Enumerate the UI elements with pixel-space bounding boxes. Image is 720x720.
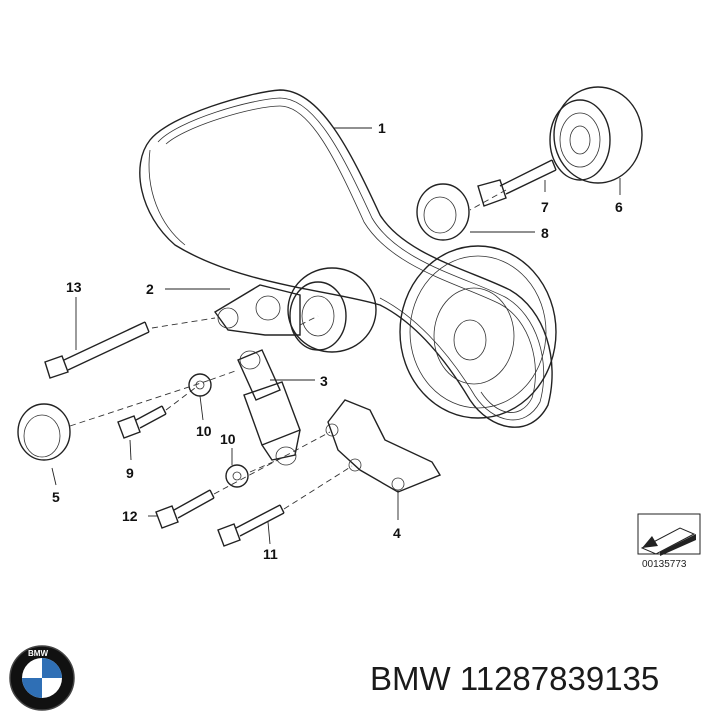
callout-6: 6 [615,199,623,215]
callout-10-lower: 10 [220,431,236,447]
reference-code: 00135773 [642,559,687,570]
pulley-5 [17,403,71,461]
callout-9: 9 [126,465,134,481]
bolt-12 [155,489,215,529]
tensioner-roller [287,267,377,353]
callout-8: 8 [541,225,549,241]
bmw-logo-text: BMW [28,649,48,658]
callout-5: 5 [52,489,60,505]
callout-12: 12 [122,508,138,524]
callout-1: 1 [378,120,386,136]
washer-10-upper [188,373,212,397]
callout-3: 3 [320,373,328,389]
part-number-caption: BMW 11287839135 [370,660,660,697]
tensioner-arm-2 [213,284,301,336]
bmw-logo: BMW [9,645,75,711]
drive-belt [139,89,553,428]
callout-10-upper: 10 [196,423,212,439]
callout-4: 4 [393,525,401,541]
bracket-4 [325,399,442,493]
crank-pulley [399,245,557,419]
leader-lines [51,127,621,545]
callout-7: 7 [541,199,549,215]
bolt-7 [477,159,557,207]
washer-10-lower [225,464,249,488]
cap-8 [416,183,470,241]
reference-symbol [637,513,701,556]
bolt-9 [117,405,167,439]
bolt-11 [217,504,285,547]
bolt-13 [44,321,150,379]
tensioner-cylinder-3 [237,349,301,466]
callout-2: 2 [146,281,154,297]
assembly-guide-lines [69,189,507,510]
callout-13: 13 [66,279,82,295]
idler-roller-6 [549,86,643,184]
callout-11: 11 [263,546,278,562]
